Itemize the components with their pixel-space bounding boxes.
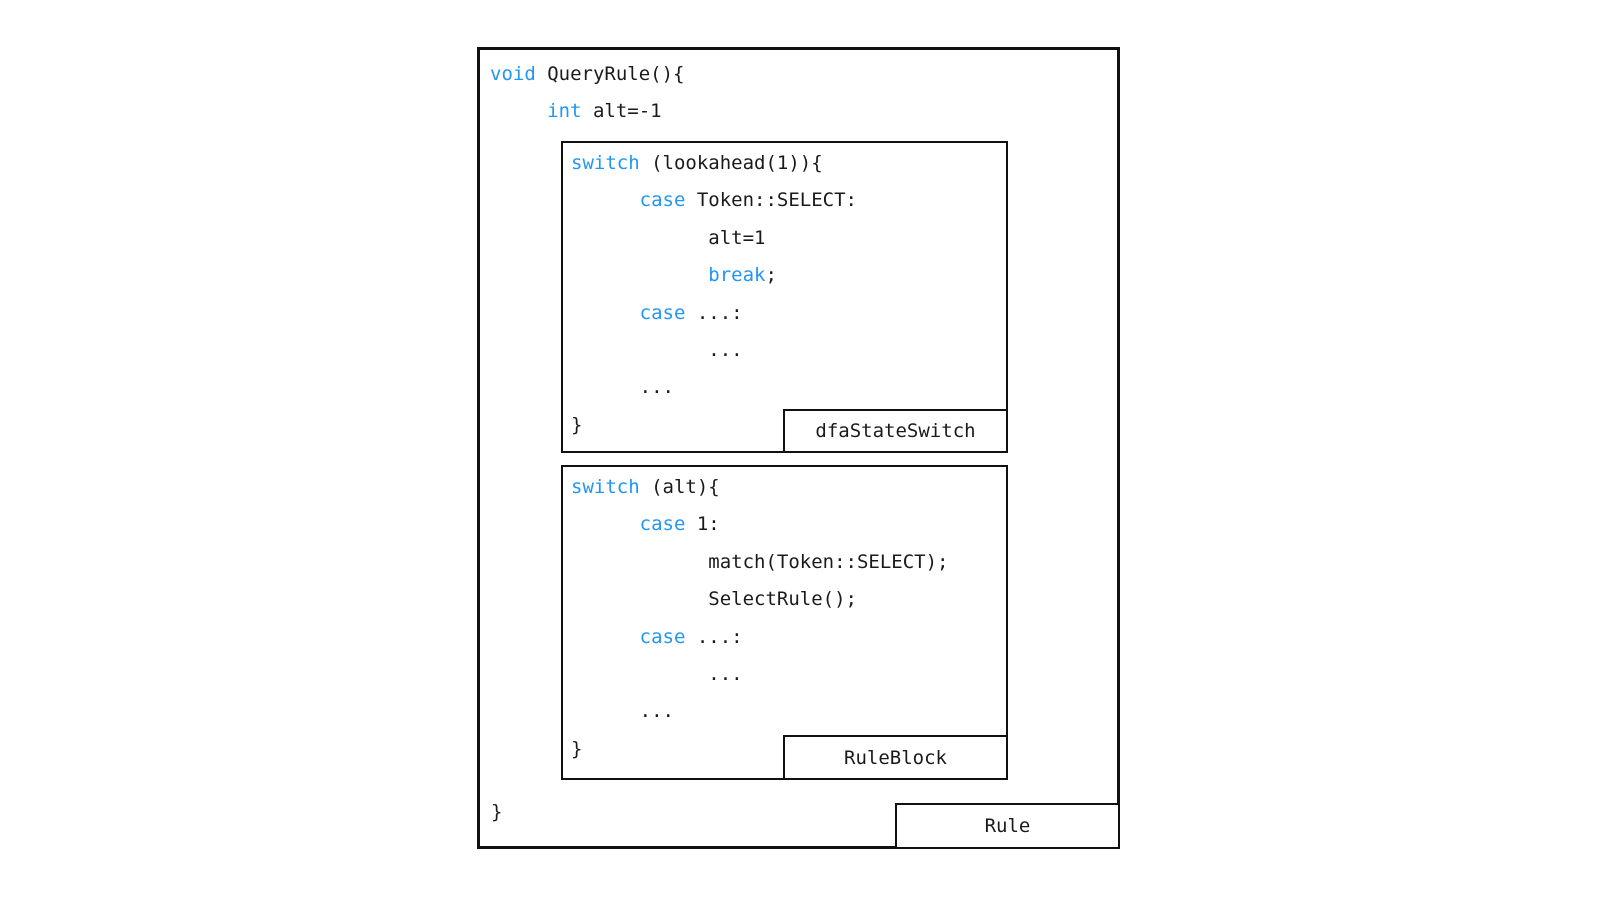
- code-line: ...: [571, 376, 674, 399]
- code-line: }: [491, 801, 503, 823]
- code-line: ...: [571, 339, 743, 362]
- code-line: ...: [571, 700, 674, 723]
- code-line: }: [571, 413, 583, 436]
- code-line: int alt=-1: [547, 100, 662, 123]
- code-line: switch (lookahead(1)){: [571, 152, 823, 174]
- code-line: case Token::SELECT:: [639, 189, 857, 212]
- rule-block-label-text: RuleBlock: [844, 746, 947, 769]
- rule-block-code: switch (alt){ case 1: match(Token::SELEC…: [563, 467, 1006, 768]
- code-line: ...: [571, 663, 743, 686]
- rule-label: Rule: [895, 803, 1120, 849]
- rule-box: void QueryRule(){ int alt=-1 switch (loo…: [477, 47, 1120, 849]
- code-line: break;: [708, 264, 777, 287]
- code-line: match(Token::SELECT);: [571, 550, 949, 573]
- query-rule-closing-brace: }: [491, 794, 502, 831]
- query-rule-header-code: void QueryRule(){ int alt=-1: [480, 50, 1117, 131]
- dfa-state-switch-box: switch (lookahead(1)){ case Token::SELEC…: [561, 141, 1008, 453]
- code-line: void QueryRule(){: [490, 63, 685, 85]
- dfa-state-switch-code: switch (lookahead(1)){ case Token::SELEC…: [563, 143, 1006, 444]
- code-line: SelectRule();: [571, 588, 857, 611]
- code-line: case ...:: [639, 301, 743, 324]
- rule-label-text: Rule: [984, 815, 1031, 837]
- rule-block-label: RuleBlock: [783, 735, 1008, 780]
- dfa-state-switch-label: dfaStateSwitch: [783, 409, 1008, 453]
- code-line: alt=1: [571, 226, 766, 249]
- code-line: }: [571, 737, 583, 760]
- code-line: switch (alt){: [571, 476, 720, 498]
- code-line: case ...:: [639, 625, 743, 648]
- dfa-state-switch-label-text: dfaStateSwitch: [815, 420, 976, 442]
- code-line: case 1:: [639, 513, 720, 536]
- rule-block-box: switch (alt){ case 1: match(Token::SELEC…: [561, 465, 1008, 780]
